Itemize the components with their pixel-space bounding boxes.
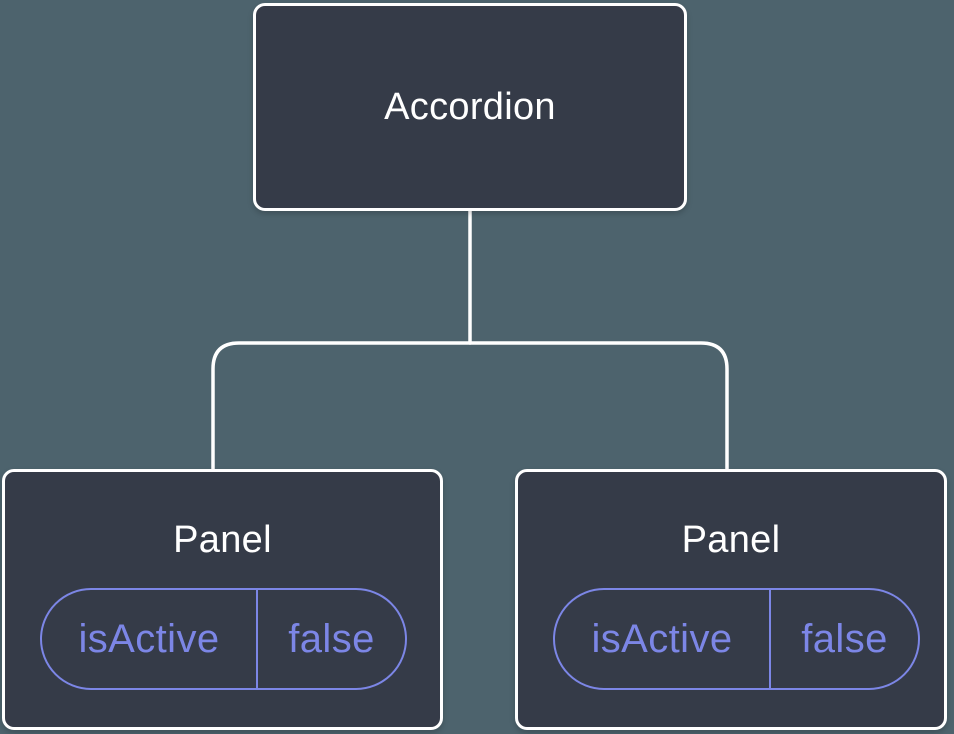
panel-node-label: Panel [681, 519, 781, 561]
state-pill: isActive false [553, 588, 920, 690]
state-pill: isActive false [40, 588, 407, 690]
panel-node-label: Panel [173, 519, 272, 561]
panel-node-left: Panel isActive false [2, 469, 443, 730]
state-key: isActive [591, 616, 733, 661]
state-key: isActive [78, 616, 220, 661]
state-value: false [769, 590, 918, 688]
accordion-node: Accordion [253, 3, 687, 211]
connector-bracket [211, 341, 729, 474]
panel-node-right: Panel isActive false [515, 469, 947, 730]
state-value: false [256, 590, 405, 688]
accordion-node-label: Accordion [384, 85, 556, 128]
